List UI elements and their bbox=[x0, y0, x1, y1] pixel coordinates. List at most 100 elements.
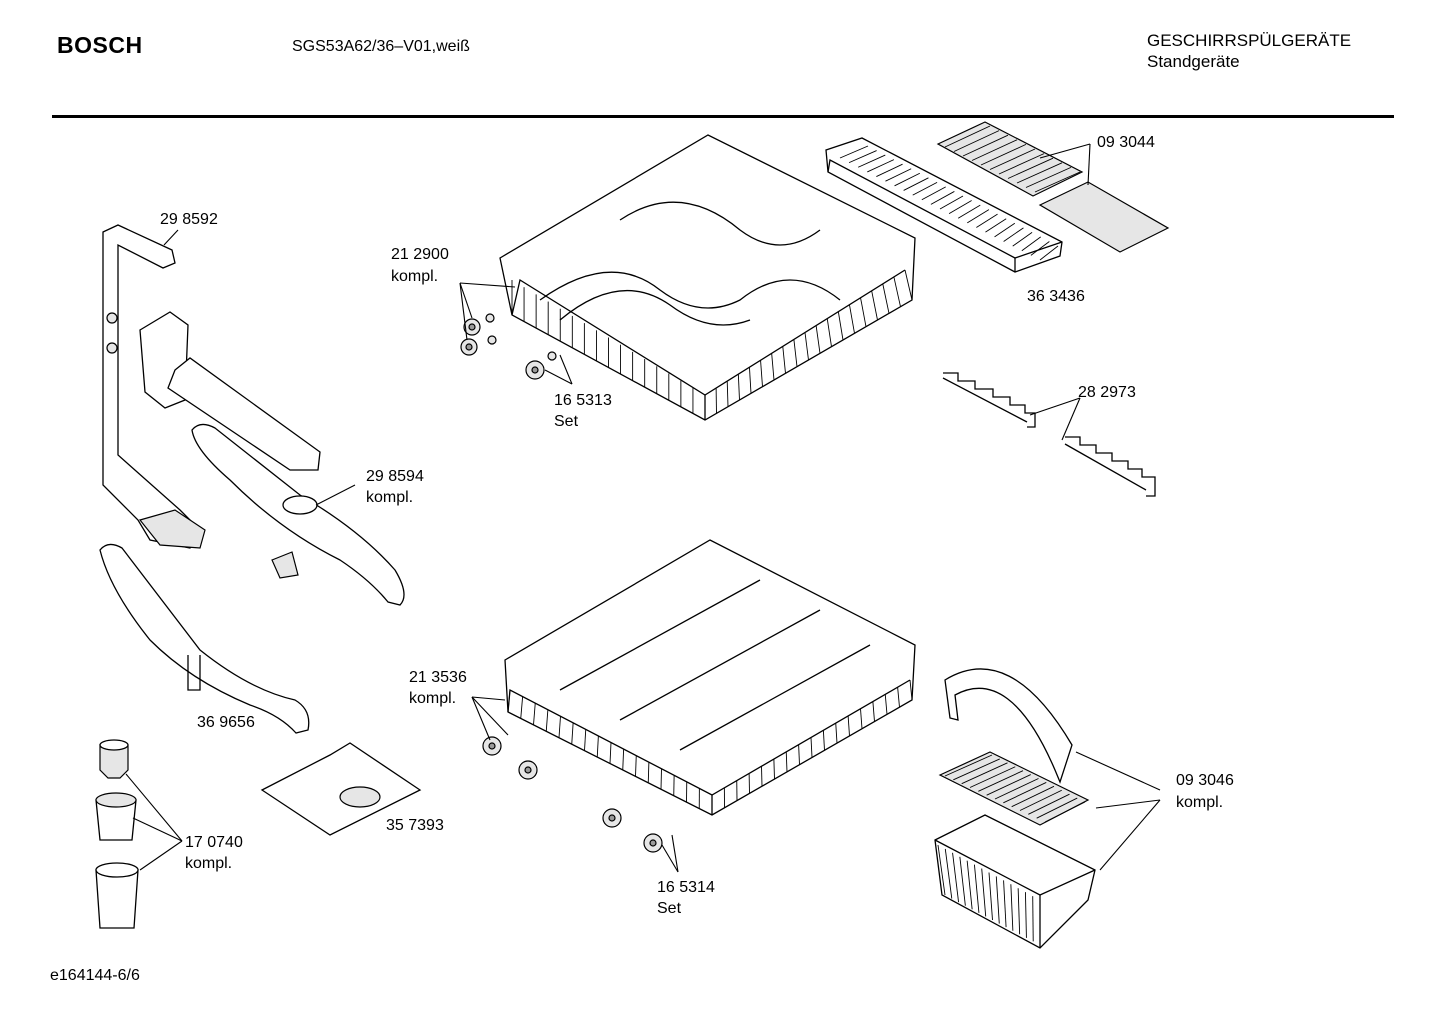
wire-line bbox=[966, 860, 973, 910]
wire-line bbox=[804, 332, 809, 361]
part-number-label: 21 2900 bbox=[391, 246, 449, 263]
wire-line bbox=[622, 749, 625, 770]
wire-line bbox=[882, 283, 890, 314]
wire-line bbox=[1030, 241, 1050, 256]
wire-line bbox=[1032, 896, 1034, 942]
wire-line bbox=[635, 755, 637, 777]
wire-line bbox=[571, 722, 574, 745]
upper-basket-drawing bbox=[499, 134, 916, 421]
part-number-label: 36 9656 bbox=[197, 714, 255, 731]
brand-logo: BOSCH bbox=[57, 32, 143, 58]
wire-line bbox=[948, 200, 972, 215]
wire-line bbox=[912, 181, 938, 196]
part-note-label: kompl. bbox=[391, 268, 438, 285]
part-note-label: kompl. bbox=[366, 489, 413, 506]
model-number: SGS53A62/36–V01,weiß bbox=[292, 38, 470, 55]
upper-spray-arm-drawing bbox=[191, 423, 405, 606]
wire-line bbox=[1010, 884, 1014, 931]
wire-line bbox=[1034, 171, 1081, 193]
wire-line bbox=[826, 318, 832, 347]
wire-line bbox=[871, 290, 878, 321]
wire-line bbox=[761, 766, 763, 787]
header-divider bbox=[52, 115, 1394, 118]
wire-line bbox=[939, 195, 964, 210]
wire-line bbox=[953, 130, 1000, 152]
wire-line bbox=[782, 346, 786, 374]
wire-line bbox=[884, 694, 888, 715]
lower-basket-drawing bbox=[504, 539, 916, 816]
wire-line bbox=[760, 360, 763, 387]
leader-lines bbox=[125, 143, 1161, 873]
wire-line bbox=[1007, 157, 1054, 179]
wire-line bbox=[1003, 227, 1024, 242]
wire-line bbox=[1028, 793, 1070, 815]
wire-line bbox=[1044, 801, 1086, 823]
wire-line bbox=[596, 735, 599, 758]
wire-line bbox=[980, 143, 1027, 166]
wire-line bbox=[986, 774, 1031, 796]
wire-line bbox=[930, 191, 955, 205]
wire-line bbox=[848, 150, 877, 164]
wire-line bbox=[793, 339, 798, 367]
wire-line bbox=[609, 742, 612, 764]
wire-line bbox=[1012, 231, 1033, 247]
wire-line bbox=[998, 153, 1045, 175]
wire-line bbox=[995, 876, 1000, 924]
wire-line bbox=[810, 737, 813, 758]
wire-line bbox=[921, 186, 946, 201]
part-number-label: 17 0740 bbox=[185, 834, 243, 851]
part-number-label: 29 8594 bbox=[366, 468, 424, 485]
wire-line bbox=[860, 708, 863, 729]
basket-wheels-lower bbox=[482, 736, 663, 853]
part-number-label: 28 2973 bbox=[1078, 384, 1136, 401]
wire-line bbox=[989, 148, 1036, 170]
wire-line bbox=[785, 751, 788, 772]
category-block: GESCHIRRSPÜLGERÄTE Standgeräte bbox=[1147, 30, 1351, 72]
wire-line bbox=[976, 213, 998, 228]
filter-set-drawing bbox=[95, 739, 139, 929]
wire-line bbox=[857, 154, 886, 168]
wire-line bbox=[520, 696, 524, 719]
wire-line bbox=[660, 768, 662, 790]
wire-line bbox=[849, 304, 855, 334]
part-number-label: 29 8592 bbox=[160, 211, 218, 228]
part-number-label: 16 5314 bbox=[657, 879, 715, 896]
wire-line bbox=[1017, 888, 1021, 935]
part-note-label: kompl. bbox=[409, 690, 456, 707]
category-subtitle: Standgeräte bbox=[1147, 52, 1240, 71]
wire-line bbox=[962, 134, 1009, 157]
part-note-label: Set bbox=[657, 900, 682, 917]
wire-line bbox=[558, 716, 561, 738]
wire-line bbox=[961, 762, 1008, 785]
wire-line bbox=[893, 276, 901, 307]
wire-line bbox=[1011, 785, 1055, 808]
part-number-label: 21 3536 bbox=[409, 669, 467, 686]
wire-line bbox=[737, 374, 740, 401]
wire-line bbox=[860, 297, 867, 327]
wire-line bbox=[903, 177, 929, 191]
wire-line bbox=[822, 730, 825, 751]
wire-line bbox=[773, 759, 775, 780]
part-note-label: Set bbox=[554, 413, 579, 430]
basket-wheels-upper bbox=[460, 313, 557, 380]
wire-line bbox=[957, 204, 981, 219]
wire-line bbox=[953, 758, 1000, 781]
wire-line bbox=[885, 168, 912, 182]
wire-line bbox=[994, 778, 1039, 800]
wire-line bbox=[985, 218, 1007, 233]
wire-line bbox=[967, 209, 990, 224]
wire-line bbox=[904, 269, 913, 301]
wire-line bbox=[1019, 789, 1062, 811]
wire-line bbox=[726, 381, 729, 407]
part-number-label: 36 3436 bbox=[1027, 288, 1085, 305]
part-number-label: 09 3044 bbox=[1097, 134, 1155, 151]
spray-pipe-drawing bbox=[102, 224, 321, 549]
cup-racks-drawing bbox=[942, 372, 1156, 497]
wire-line bbox=[839, 145, 869, 159]
wire-line bbox=[971, 139, 1018, 161]
wire-line bbox=[1021, 236, 1041, 252]
tray-inserts-drawing bbox=[936, 121, 1170, 253]
wire-line bbox=[1016, 162, 1063, 184]
wire-line bbox=[837, 311, 844, 341]
